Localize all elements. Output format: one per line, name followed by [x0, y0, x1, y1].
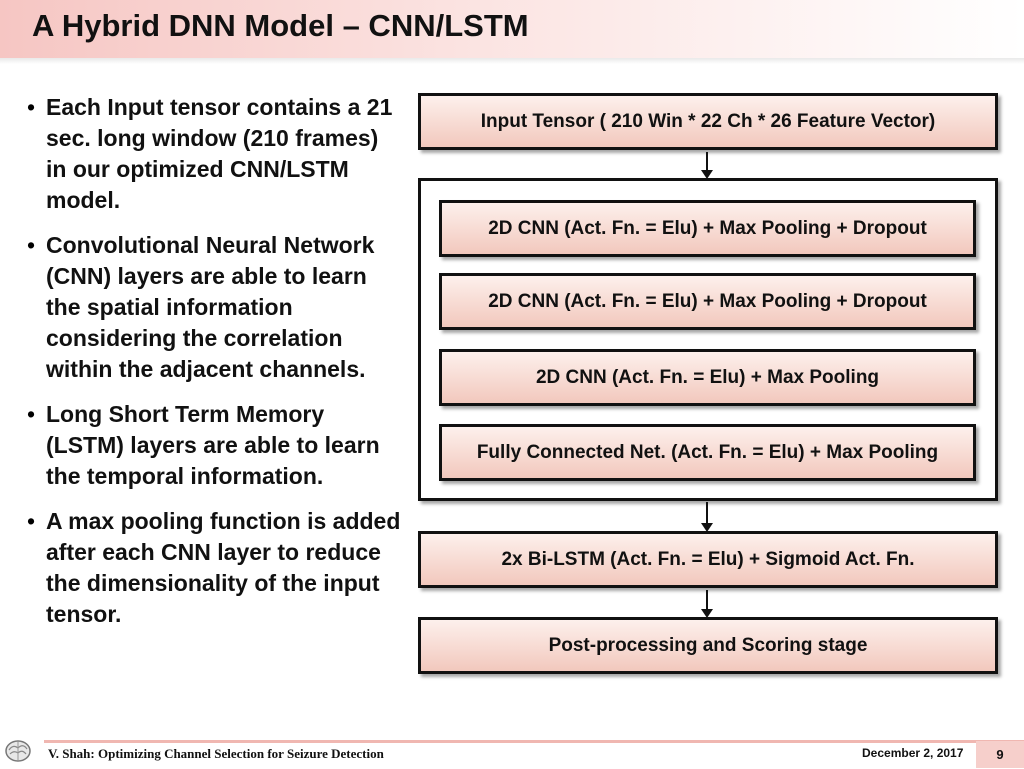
bullet-item: • Long Short Term Memory (LSTM) layers a…: [24, 399, 404, 492]
bullet-dot-icon: •: [27, 508, 36, 534]
post-processing-box: Post-processing and Scoring stage: [418, 617, 998, 674]
bullet-text: A max pooling function is added after ea…: [46, 508, 401, 627]
page-number: 9: [976, 741, 1024, 768]
bullet-text: Convolutional Neural Network (CNN) layer…: [46, 232, 375, 382]
arrow-down-icon: [701, 152, 713, 179]
bullet-item: • Each Input tensor contains a 21 sec. l…: [24, 92, 404, 216]
bullet-text: Each Input tensor contains a 21 sec. lon…: [46, 94, 393, 213]
bullet-item: • Convolutional Neural Network (CNN) lay…: [24, 230, 404, 385]
title-shadow: [0, 58, 1024, 64]
footer-date: December 2, 2017: [862, 746, 964, 760]
arrow-down-icon: [701, 502, 713, 532]
bullet-item: • A max pooling function is added after …: [24, 506, 404, 630]
footer-author-title: V. Shah: Optimizing Channel Selection fo…: [48, 746, 384, 761]
bullet-text: Long Short Term Memory (LSTM) layers are…: [46, 401, 380, 489]
bullet-dot-icon: •: [27, 94, 36, 120]
bullet-dot-icon: •: [27, 401, 36, 427]
cnn-layer-box: 2D CNN (Act. Fn. = Elu) + Max Pooling + …: [439, 200, 976, 257]
title-bar: A Hybrid DNN Model – CNN/LSTM: [0, 0, 1024, 58]
input-tensor-box: Input Tensor ( 210 Win * 22 Ch * 26 Feat…: [418, 93, 998, 150]
bullet-list: • Each Input tensor contains a 21 sec. l…: [24, 92, 404, 644]
slide-title: A Hybrid DNN Model – CNN/LSTM: [32, 8, 529, 43]
brain-logo-icon: [4, 738, 32, 764]
cnn-layer-box: 2D CNN (Act. Fn. = Elu) + Max Pooling: [439, 349, 976, 406]
fully-connected-box: Fully Connected Net. (Act. Fn. = Elu) + …: [439, 424, 976, 481]
footer-divider: [44, 740, 1024, 743]
bullet-dot-icon: •: [27, 232, 36, 258]
arrow-down-icon: [701, 590, 713, 618]
cnn-layer-box: 2D CNN (Act. Fn. = Elu) + Max Pooling + …: [439, 273, 976, 330]
lstm-box: 2x Bi-LSTM (Act. Fn. = Elu) + Sigmoid Ac…: [418, 531, 998, 588]
